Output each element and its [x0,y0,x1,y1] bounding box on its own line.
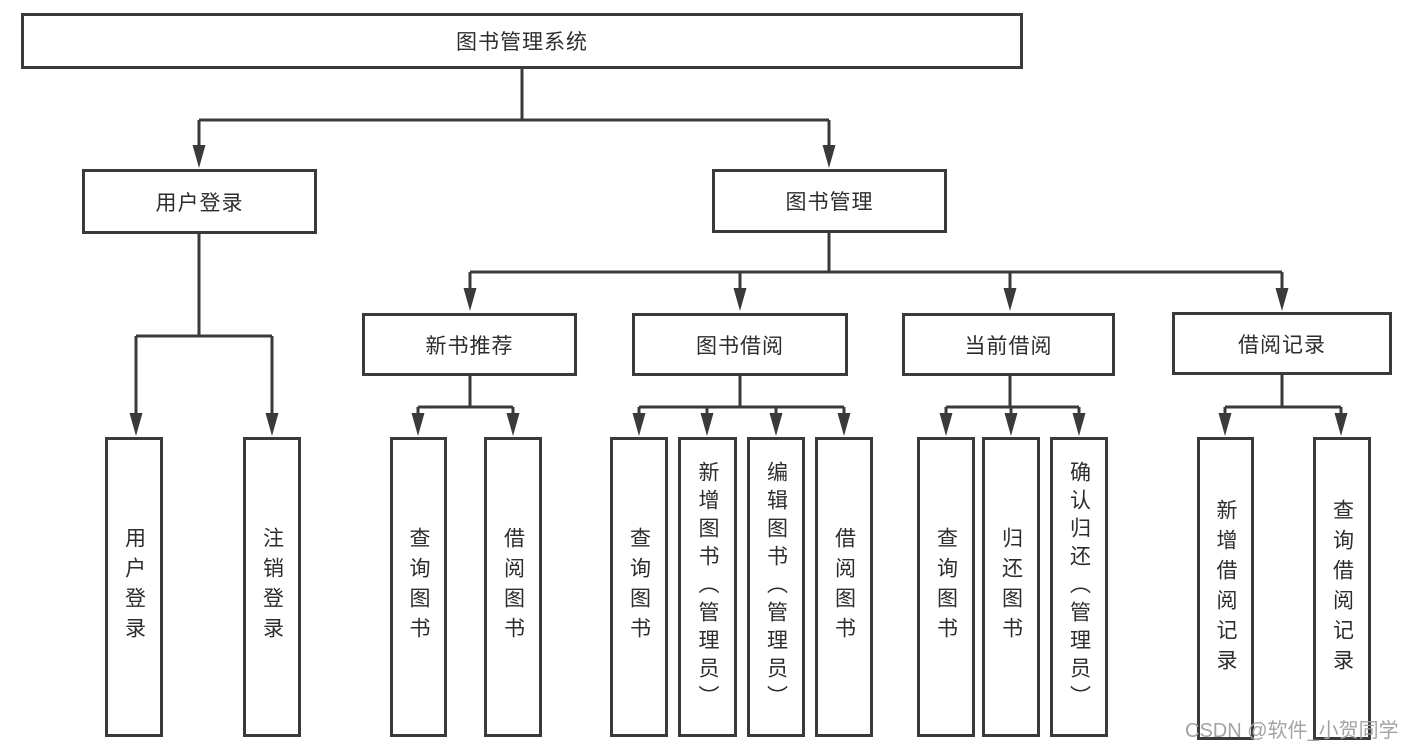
node-leaf-query-borrow-record: 查询借阅记录 [1313,437,1371,740]
node-leaf-logout: 注销登录 [243,437,301,737]
node-leaf-edit-books-admin: 编辑图书（管理员） [747,437,805,737]
node-leaf-user-login: 用户登录 [105,437,163,737]
node-label: 查询图书 [934,527,958,647]
node-user-login: 用户登录 [82,169,317,234]
node-label: 新增图书（管理员） [696,461,719,713]
node-book-management: 图书管理 [712,169,947,233]
node-label: 查询借阅记录 [1330,498,1354,679]
node-label: 归还图书 [999,527,1023,647]
node-label: 图书管理 [785,191,874,214]
node-library-system: 图书管理系统 [21,13,1023,69]
node-label: 确认归还（管理员） [1067,461,1091,713]
node-leaf-query-books-recommend: 查询图书 [390,437,447,737]
node-label: 编辑图书（管理员） [764,461,788,713]
node-label: 查询图书 [407,527,430,647]
node-leaf-borrow-books-recommend: 借阅图书 [484,437,542,737]
node-label: 图书管理系统 [456,31,588,54]
node-leaf-return-books: 归还图书 [982,437,1040,737]
node-current-borrowing: 当前借阅 [902,313,1115,376]
node-label: 用户登录 [122,527,146,647]
node-leaf-query-books-borrowing: 查询图书 [610,437,668,737]
node-leaf-confirm-return-admin: 确认归还（管理员） [1050,437,1108,737]
node-label: 图书借阅 [696,334,784,358]
node-label: 用户登录 [155,191,244,215]
node-label: 新增借阅记录 [1214,498,1237,679]
node-label: 新书推荐 [425,334,514,358]
node-label: 借阅图书 [832,527,856,647]
node-leaf-query-books-current: 查询图书 [917,437,975,737]
node-label: 当前借阅 [964,334,1053,358]
node-label: 注销登录 [260,527,284,647]
node-borrow-records: 借阅记录 [1172,312,1392,375]
node-leaf-add-borrow-record: 新增借阅记录 [1197,437,1254,740]
node-book-borrowing: 图书借阅 [632,313,848,376]
node-leaf-borrow-books: 借阅图书 [815,437,873,737]
node-label: 借阅图书 [501,527,525,647]
node-leaf-add-books-admin: 新增图书（管理员） [678,437,737,737]
node-label: 查询图书 [627,527,651,647]
node-label: 借阅记录 [1238,333,1326,357]
node-new-book-recommend: 新书推荐 [362,313,577,376]
